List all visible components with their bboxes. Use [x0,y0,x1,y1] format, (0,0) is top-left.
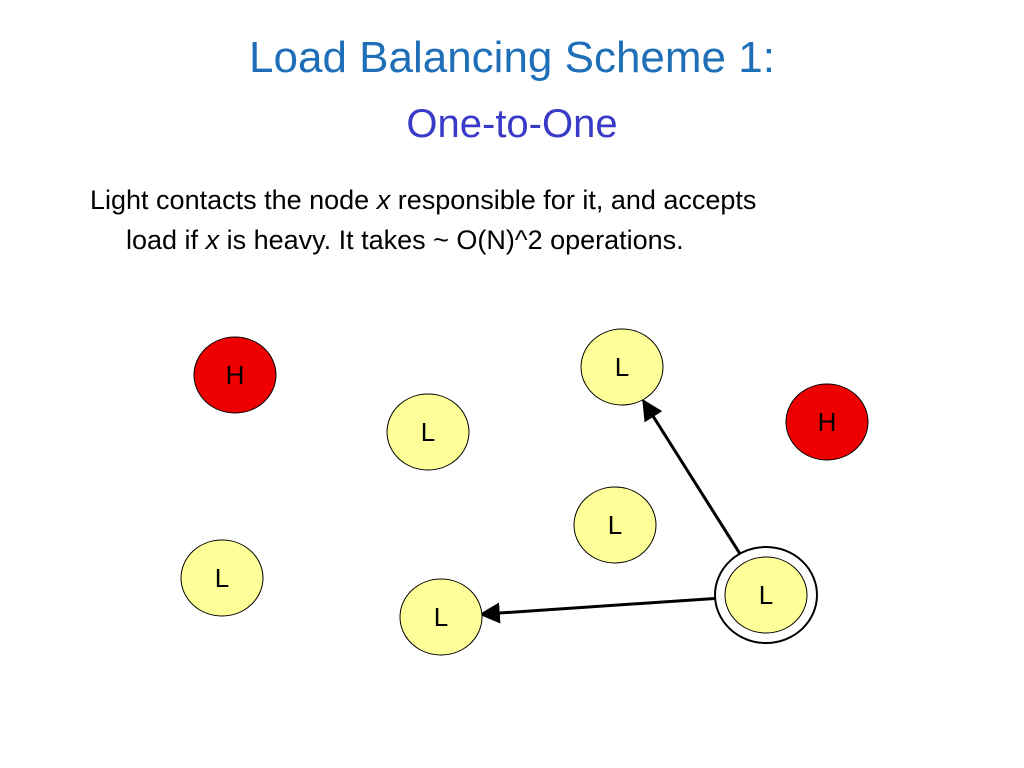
node-l4: L [180,539,264,617]
body-line-2-variable: x [205,225,220,255]
node-circle [399,578,483,656]
node-circle [386,393,470,471]
node-label: L [608,510,622,540]
node-circle [573,486,657,564]
arrow-l6-to-l5 [478,596,723,624]
node-l3: L [573,486,657,564]
node-label: L [421,417,435,447]
body-line-1-part-1: Light contacts the node [90,185,377,215]
arrow-l6-to-l1 [642,399,744,559]
node-h2: H [785,383,869,461]
node-label: H [226,360,245,390]
node-label: L [615,352,629,382]
node-label: L [215,563,229,593]
node-circle [193,336,277,414]
slide-subtitle: One-to-One [406,102,618,146]
node-l6: L [714,546,818,644]
body-line-2-part-2: is heavy. It takes ~ O(N)^2 operations. [219,225,684,255]
body-line-1: Light contacts the node x responsible fo… [90,180,940,220]
nodes-layer: H L L H L L L L [180,328,869,656]
node-label: L [434,602,448,632]
edges-layer [478,399,744,624]
body-text: Light contacts the node x responsible fo… [90,180,940,260]
node-circle [724,556,808,634]
body-line-2-part-1: load if [126,225,206,255]
node-circle [785,383,869,461]
slide-title: Load Balancing Scheme 1: [249,33,775,82]
node-label: L [759,580,773,610]
node-circle [580,328,664,406]
body-line-2: load if x is heavy. It takes ~ O(N)^2 op… [90,220,940,260]
node-l5: L [399,578,483,656]
node-h1: H [193,336,277,414]
body-line-1-variable: x [376,185,391,215]
body-line-1-part-2: responsible for it, and accepts [390,185,757,215]
node-l2: L [386,393,470,471]
node-l1: L [580,328,664,406]
node-circle [180,539,264,617]
node-label: H [818,407,837,437]
